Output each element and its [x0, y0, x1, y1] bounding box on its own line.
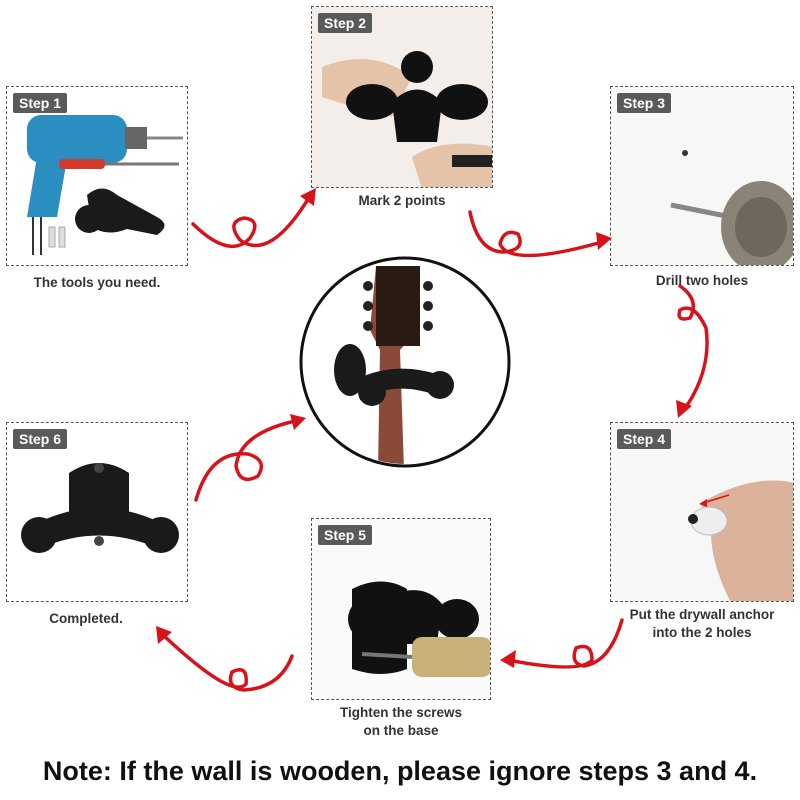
step-2-tag: Step 2: [318, 13, 373, 33]
step-6-caption: Completed.: [49, 611, 123, 626]
step-5-tag: Step 5: [318, 525, 373, 545]
step-5-caption-line-2: on the base: [363, 723, 439, 738]
step-4-caption-line-1: Put the drywall anchor: [629, 607, 775, 622]
step-4-caption: Put the drywall anchor into the 2 holes: [610, 606, 794, 642]
arrow-1-to-2: [191, 194, 312, 248]
step-3-panel: Step 3: [610, 86, 794, 266]
arrow-3-to-4: [677, 284, 709, 412]
step-6-tag: Step 6: [13, 429, 68, 449]
step-5-caption: Tighten the screws on the base: [311, 704, 491, 740]
completed-hanger-illustration: [21, 463, 179, 553]
arrow-2-to-3: [468, 210, 604, 258]
step-5-caption-line-1: Tighten the screws: [339, 705, 463, 720]
step-6-panel: Step 6: [6, 422, 188, 602]
step-4-tag: Step 4: [617, 429, 672, 449]
arrow-4-to-5: [506, 618, 624, 669]
center-circle: [299, 256, 511, 468]
step-5-panel: Step 5: [311, 518, 491, 700]
arrow-6-to-center: [194, 418, 302, 502]
drill-holes-illustration: [611, 87, 793, 265]
step-4-caption-line-2: into the 2 holes: [652, 625, 752, 640]
mark-points-illustration: [312, 7, 492, 187]
step-1-panel: Step 1: [6, 86, 188, 266]
step-1-tag: Step 1: [13, 93, 68, 113]
arrow-5-to-6: [160, 632, 294, 692]
step-2-caption: Mark 2 points: [358, 193, 446, 208]
step-3-caption: Drill two holes: [655, 273, 749, 288]
tighten-screws-illustration: [312, 519, 490, 699]
note-text: Note: If the wall is wooden, please igno…: [42, 756, 758, 786]
tools-illustration: [27, 115, 183, 255]
step-2-panel: Step 2: [311, 6, 493, 188]
step-1-caption: The tools you need.: [33, 275, 161, 290]
step-3-tag: Step 3: [617, 93, 672, 113]
drywall-anchor-illustration: [611, 423, 793, 601]
step-4-panel: Step 4: [610, 422, 794, 602]
